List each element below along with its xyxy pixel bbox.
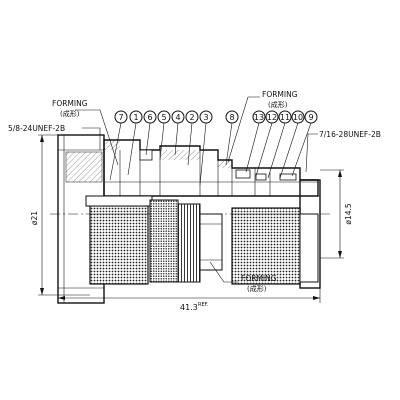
forming-label-bottom-jp: (成形)	[247, 284, 267, 293]
part-number-bubbles: 7 1 6 5 4 2 3 8 13 12 11 10 9	[114, 110, 318, 124]
part-bubble: 9	[304, 110, 318, 124]
part-bubble: 5	[157, 110, 171, 124]
part-bubble: 10	[291, 110, 305, 124]
forming-label-left-jp: (成形)	[60, 109, 80, 118]
part-bubble: 7	[114, 110, 128, 124]
forming-label-top-jp: (成形)	[268, 100, 288, 109]
part-bubble: 4	[171, 110, 185, 124]
part-number: 11	[280, 113, 290, 122]
part-bubble: 1	[129, 110, 143, 124]
upper-body-section	[103, 139, 319, 197]
dimension-ref-note: REF.	[198, 302, 209, 308]
left-knurled-grip	[85, 195, 153, 285]
forming-label-left: FORMING	[52, 99, 88, 108]
part-number: 3	[203, 113, 208, 122]
part-number: 9	[308, 113, 313, 122]
part-number: 7	[118, 113, 123, 122]
part-number: 13	[254, 113, 264, 122]
part-number: 10	[293, 113, 303, 122]
part-number: 1	[133, 113, 138, 122]
thread-label-right: 7/16-28UNEF-2B	[319, 130, 381, 139]
dimension-diameter-21: ø21	[30, 211, 39, 225]
part-number: 4	[175, 113, 180, 122]
part-number: 6	[147, 113, 152, 122]
left-coupling-nut	[57, 134, 105, 304]
center-threaded-section	[149, 199, 223, 283]
part-bubble: 11	[278, 110, 292, 124]
part-bubble: 6	[143, 110, 157, 124]
dimension-diameter-14-5: ø14.5	[344, 203, 353, 225]
thread-label-left: 5/8-24UNEF-2B	[8, 124, 65, 133]
forming-label-top: FORMING	[262, 90, 298, 99]
part-number: 2	[189, 113, 194, 122]
part-bubble: 13	[252, 110, 266, 124]
part-number: 8	[229, 113, 234, 122]
dimension-length-41-3: 41.3	[180, 303, 198, 312]
part-number: 5	[161, 113, 166, 122]
part-number: 12	[267, 113, 277, 122]
part-bubble: 2	[185, 110, 199, 124]
forming-label-bottom: FORMING	[241, 274, 277, 283]
part-bubble: 3	[199, 110, 213, 124]
dimension-lines	[38, 134, 344, 303]
leader-lines	[75, 96, 318, 283]
right-knurled-grip	[231, 207, 319, 285]
part-bubble: 12	[265, 110, 279, 124]
part-bubble: 8	[225, 110, 239, 124]
